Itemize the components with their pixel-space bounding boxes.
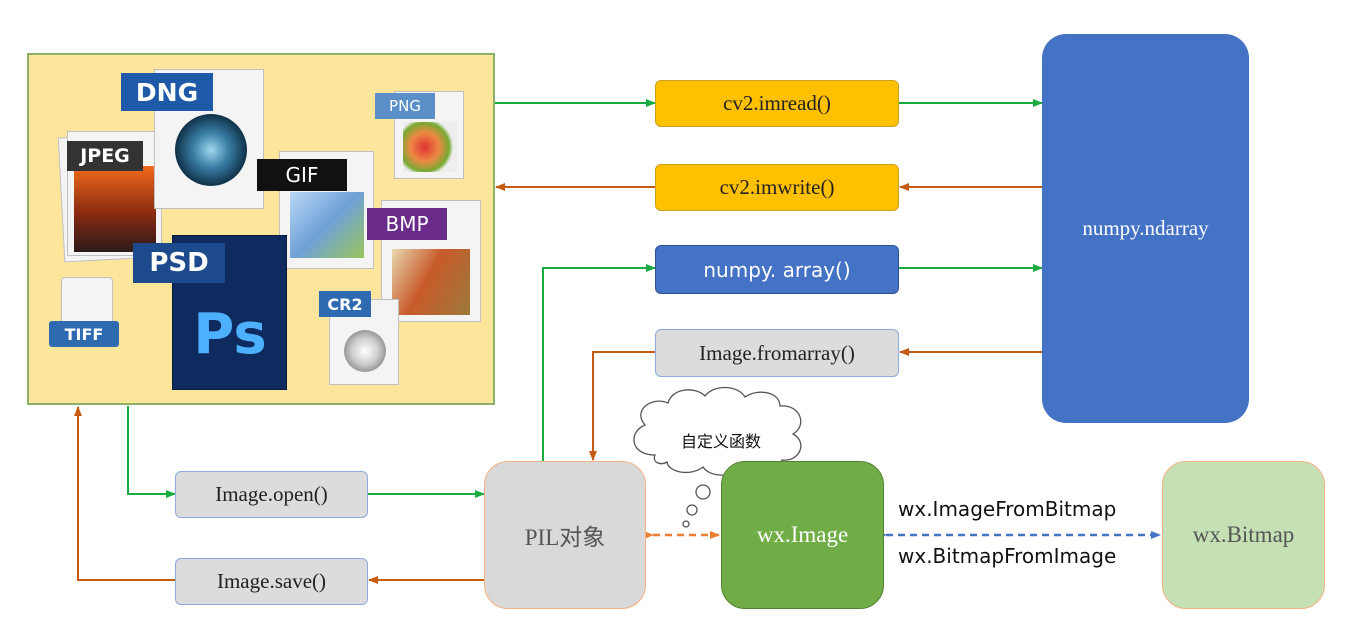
thought-cloud	[633, 386, 802, 528]
jpeg-label: JPEG	[67, 141, 143, 171]
arrow-save-to-formats	[74, 406, 175, 581]
gif-shapes-image	[290, 192, 364, 258]
bitmap-from-image-label: wx.BitmapFromImage	[898, 544, 1117, 568]
arrow-pil-to-numpy-array	[542, 264, 656, 461]
bmp-painting-image	[392, 249, 470, 315]
gif-label: GIF	[257, 159, 347, 191]
cr2-label: CR2	[319, 291, 371, 317]
wx-bitmap-node: wx.Bitmap	[1162, 461, 1325, 609]
image-fromarray-node: Image.fromarray()	[655, 329, 899, 377]
image-from-bitmap-label: wx.ImageFromBitmap	[898, 497, 1117, 521]
wx-image-node: wx.Image	[721, 461, 884, 609]
photoshop-logo: Ps	[193, 301, 267, 367]
image-save-node: Image.save()	[175, 558, 368, 605]
psd-label: PSD	[133, 243, 225, 283]
arrow-fromarray-to-pil	[589, 351, 655, 461]
numpy-array-node: numpy. array()	[655, 245, 899, 294]
cv2-imwrite-node: cv2.imwrite()	[655, 164, 899, 211]
image-formats-panel: JPEG DNG PNG GIF BMP Ps PSD TIFF	[27, 53, 495, 405]
png-flower-image	[403, 122, 457, 172]
cv2-imread-node: cv2.imread()	[655, 80, 899, 127]
jpeg-sunset-image	[74, 166, 156, 252]
arrow-formats-to-open	[127, 406, 176, 498]
pil-object-node: PIL对象	[484, 461, 646, 609]
dng-aperture-image	[175, 114, 247, 186]
image-open-node: Image.open()	[175, 471, 368, 518]
custom-function-label: 自定义函数	[680, 432, 761, 451]
numpy-ndarray-node: numpy.ndarray	[1042, 34, 1249, 423]
dng-label: DNG	[121, 73, 213, 111]
cr2-aperture-image	[344, 330, 386, 372]
bmp-label: BMP	[367, 208, 447, 240]
png-label: PNG	[375, 93, 435, 119]
tiff-label: TIFF	[49, 321, 119, 347]
